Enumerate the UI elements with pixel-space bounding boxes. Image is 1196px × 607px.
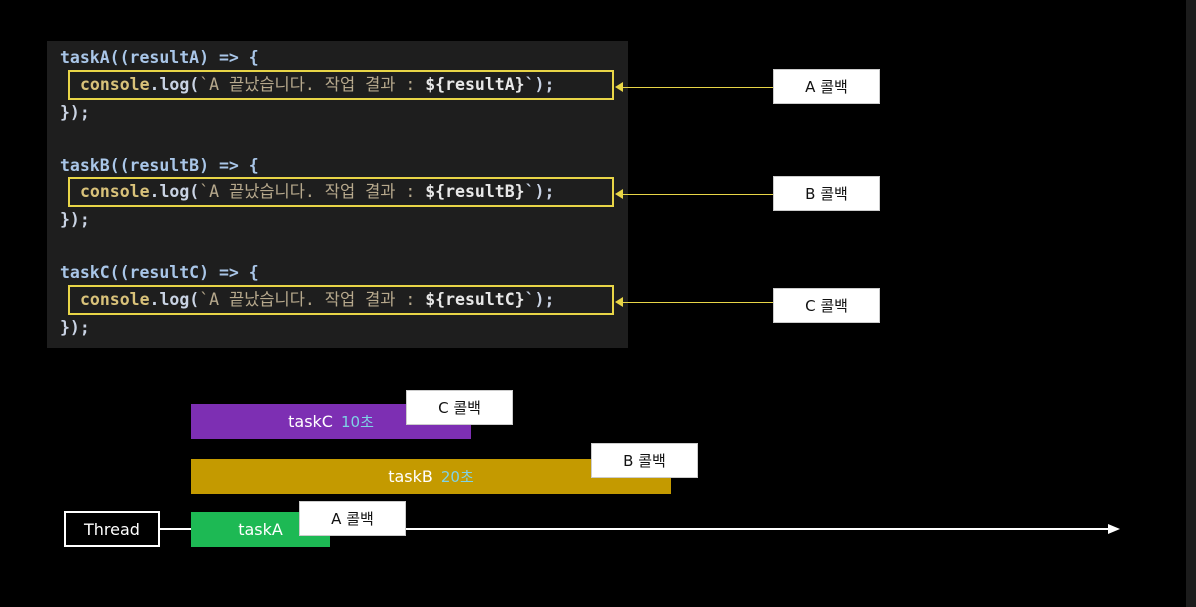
log-tail: `);: [524, 75, 555, 94]
log-string: `A 끝났습니다. 작업 결과 :: [199, 182, 426, 201]
log-template: ${resultC}: [425, 290, 525, 309]
code-header-taskB: taskB((resultB) => {: [60, 155, 259, 177]
code-panel: taskA((resultA) => { console.log(`A 끝났습니…: [47, 41, 628, 348]
console-keyword: console: [80, 75, 150, 94]
log-call: .log(: [149, 182, 200, 201]
log-string: `A 끝났습니다. 작업 결과 :: [199, 290, 426, 309]
code-footer-a: });: [60, 102, 90, 124]
task-duration: 20초: [440, 468, 474, 486]
arrow-line-b: [622, 194, 773, 195]
callout-label-a: A 콜백: [773, 69, 880, 104]
console-keyword: console: [80, 182, 150, 201]
callout-label-b: B 콜백: [773, 176, 880, 211]
code-footer-text: });: [60, 318, 90, 337]
log-template: ${resultB}: [425, 182, 525, 201]
highlight-box-a: console.log(`A 끝났습니다. 작업 결과 : ${resultA}…: [68, 70, 614, 100]
code-header-taskC: taskC((resultC) => {: [60, 262, 259, 284]
log-tail: `);: [524, 290, 555, 309]
log-call: .log(: [149, 75, 200, 94]
right-edge-strip: [1186, 0, 1196, 607]
code-header-text: taskA((resultA) => {: [60, 48, 259, 67]
arrow-line-a: [622, 87, 773, 88]
arrow-head-c: [615, 297, 623, 307]
code-header-text: taskB((resultB) => {: [60, 156, 259, 175]
callback-label-b: B 콜백: [591, 443, 698, 478]
arrow-line-c: [622, 302, 773, 303]
callback-label-c: C 콜백: [406, 390, 513, 425]
task-name: taskA: [238, 520, 283, 539]
code-footer-c: });: [60, 317, 90, 339]
task-name: taskB: [388, 467, 433, 486]
timeline-arrow-head: [1108, 524, 1120, 534]
console-log-line-a: console.log(`A 끝났습니다. 작업 결과 : ${resultA}…: [80, 74, 554, 96]
console-log-line-b: console.log(`A 끝났습니다. 작업 결과 : ${resultB}…: [80, 181, 554, 203]
task-duration: 10초: [340, 413, 374, 431]
log-call: .log(: [149, 290, 200, 309]
log-string: `A 끝났습니다. 작업 결과 :: [199, 75, 426, 94]
log-tail: `);: [524, 182, 555, 201]
code-header-taskA: taskA((resultA) => {: [60, 47, 259, 69]
code-footer-text: });: [60, 210, 90, 229]
console-keyword: console: [80, 290, 150, 309]
arrow-head-a: [615, 82, 623, 92]
callout-label-c: C 콜백: [773, 288, 880, 323]
highlight-box-b: console.log(`A 끝났습니다. 작업 결과 : ${resultB}…: [68, 177, 614, 207]
task-name: taskC: [288, 412, 333, 431]
thread-label-box: Thread: [64, 511, 160, 547]
code-header-text: taskC((resultC) => {: [60, 263, 259, 282]
callback-label-a: A 콜백: [299, 501, 406, 536]
code-footer-text: });: [60, 103, 90, 122]
arrow-head-b: [615, 189, 623, 199]
highlight-box-c: console.log(`A 끝났습니다. 작업 결과 : ${resultC}…: [68, 285, 614, 315]
log-template: ${resultA}: [425, 75, 525, 94]
thread-timeline-line: [160, 528, 1110, 530]
console-log-line-c: console.log(`A 끝났습니다. 작업 결과 : ${resultC}…: [80, 289, 554, 311]
code-footer-b: });: [60, 209, 90, 231]
